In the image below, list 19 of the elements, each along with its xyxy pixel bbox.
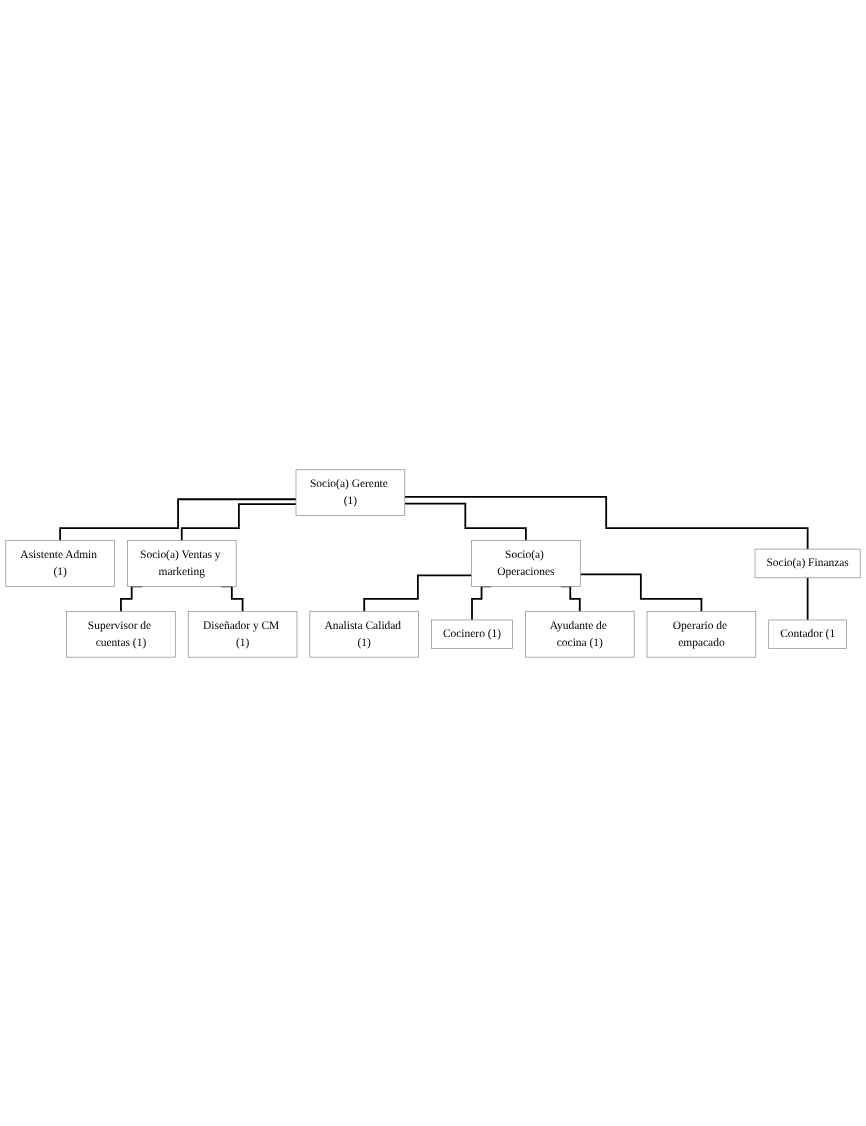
connector [363,574,473,612]
node-box [187,610,298,658]
node-box [768,619,847,649]
node-box [646,610,757,658]
connector [180,502,297,541]
node-box [5,539,115,587]
node-box [471,539,581,587]
node-box [525,610,635,658]
node-box [295,468,406,516]
connector [806,576,809,621]
node-box [127,539,237,587]
connector [403,495,809,550]
connector [579,573,703,612]
node-box [309,610,419,658]
connector [59,497,297,541]
node-box [754,548,861,578]
connector [403,502,527,541]
node-box [66,610,176,658]
node-box [431,619,513,649]
